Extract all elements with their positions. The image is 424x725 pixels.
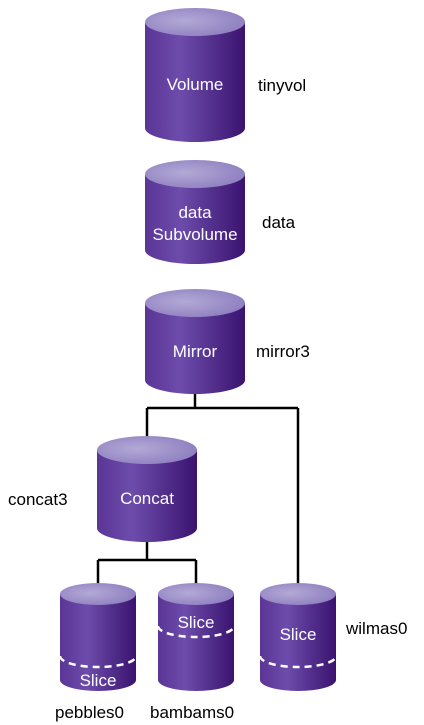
slice-bambams-cylinder-body <box>158 594 234 691</box>
slice-pebbles-cylinder-body <box>60 594 136 691</box>
slice-bambams-outer-label: bambams0 <box>150 703 234 722</box>
slice-pebbles-partition-line <box>58 655 138 669</box>
slice-bambams-partition-line <box>156 625 236 639</box>
connectors <box>96 392 300 585</box>
mirror-outer-label: mirror3 <box>256 342 310 361</box>
volume-node: Volume tinyvol <box>145 8 306 142</box>
volume-cylinder-body <box>145 22 245 142</box>
subvolume-cylinder-body <box>145 174 245 264</box>
subvolume-inner-label-line1: data <box>178 203 212 222</box>
concat-cylinder-top <box>97 436 197 464</box>
slice-bambams-node: Slice bambams0 <box>150 583 236 722</box>
volume-outer-label: tinyvol <box>258 76 306 95</box>
mirror-cylinder-top <box>145 289 245 317</box>
subvolume-cylinder-top <box>145 160 245 188</box>
slice-wilmas-inner-label: Slice <box>280 625 317 644</box>
slice-pebbles-node: Slice pebbles0 <box>55 583 138 722</box>
concat-node: Concat concat3 <box>8 436 197 542</box>
mirror-inner-label: Mirror <box>173 342 218 361</box>
mirror-cylinder-body <box>145 303 245 394</box>
subvolume-outer-label: data <box>262 213 296 232</box>
mirror-node: Mirror mirror3 <box>145 289 310 394</box>
slice-wilmas-outer-label: wilmas0 <box>345 619 407 638</box>
slice-wilmas-node: Slice wilmas0 <box>258 583 407 691</box>
slice-wilmas-cylinder-top <box>260 583 336 605</box>
subvolume-inner-label-line2: Subvolume <box>152 225 237 244</box>
concat-inner-label: Concat <box>120 489 174 508</box>
subvolume-node: data Subvolume data <box>145 160 296 264</box>
slice-wilmas-cylinder-body <box>260 594 336 691</box>
slice-wilmas-partition-line <box>258 655 338 669</box>
slice-bambams-inner-label: Slice <box>178 613 215 632</box>
slice-pebbles-cylinder-top <box>60 583 136 605</box>
slice-pebbles-outer-label: pebbles0 <box>55 703 124 722</box>
volume-cylinder-top <box>145 8 245 36</box>
concat-cylinder-body <box>97 450 197 542</box>
concat-outer-label: concat3 <box>8 490 68 509</box>
slice-bambams-cylinder-top <box>158 583 234 605</box>
slice-pebbles-inner-label: Slice <box>80 671 117 690</box>
volume-inner-label: Volume <box>167 75 224 94</box>
